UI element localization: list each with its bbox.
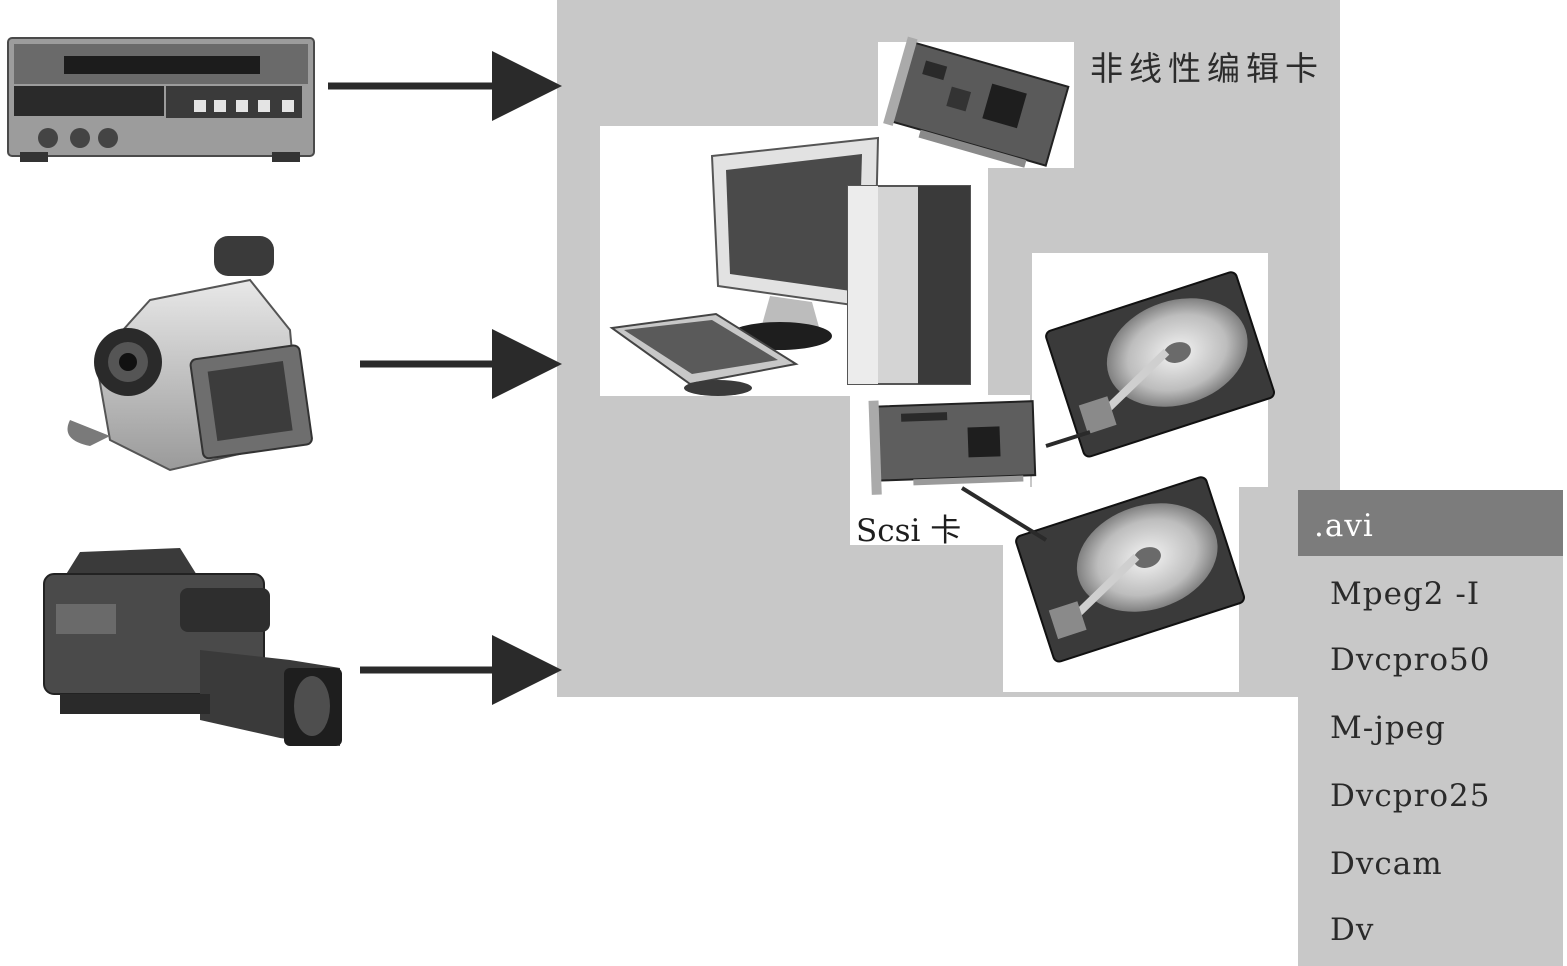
hard-drive-icon-bottom (1015, 476, 1246, 663)
cable-to-drive-bottom (960, 486, 1048, 542)
format-item: Dv (1330, 912, 1375, 948)
broadcast-camera-icon (43, 548, 342, 746)
hard-drive-icon-top (1045, 271, 1276, 458)
edit-card-icon (883, 36, 1070, 168)
computer-icon (609, 136, 971, 396)
edit-card-label: 非线性编辑卡 (1090, 49, 1324, 88)
camcorder-icon (67, 236, 313, 472)
format-item: Dvcpro50 (1330, 642, 1491, 678)
format-list-background (1298, 490, 1563, 966)
scsi-card-label: Scsi 卡 (856, 513, 962, 549)
scsi-card-icon (868, 400, 1037, 495)
format-item: Dvcpro25 (1330, 778, 1491, 814)
format-item: Dvcam (1330, 846, 1443, 882)
vcr-deck-icon (7, 37, 315, 162)
cable-to-drive-top (1045, 430, 1091, 448)
format-item: M-jpeg (1330, 710, 1446, 746)
format-item: Mpeg2 -I (1330, 576, 1481, 612)
format-list-header-bar (1298, 490, 1563, 556)
format-header-avi: .avi (1314, 508, 1374, 544)
